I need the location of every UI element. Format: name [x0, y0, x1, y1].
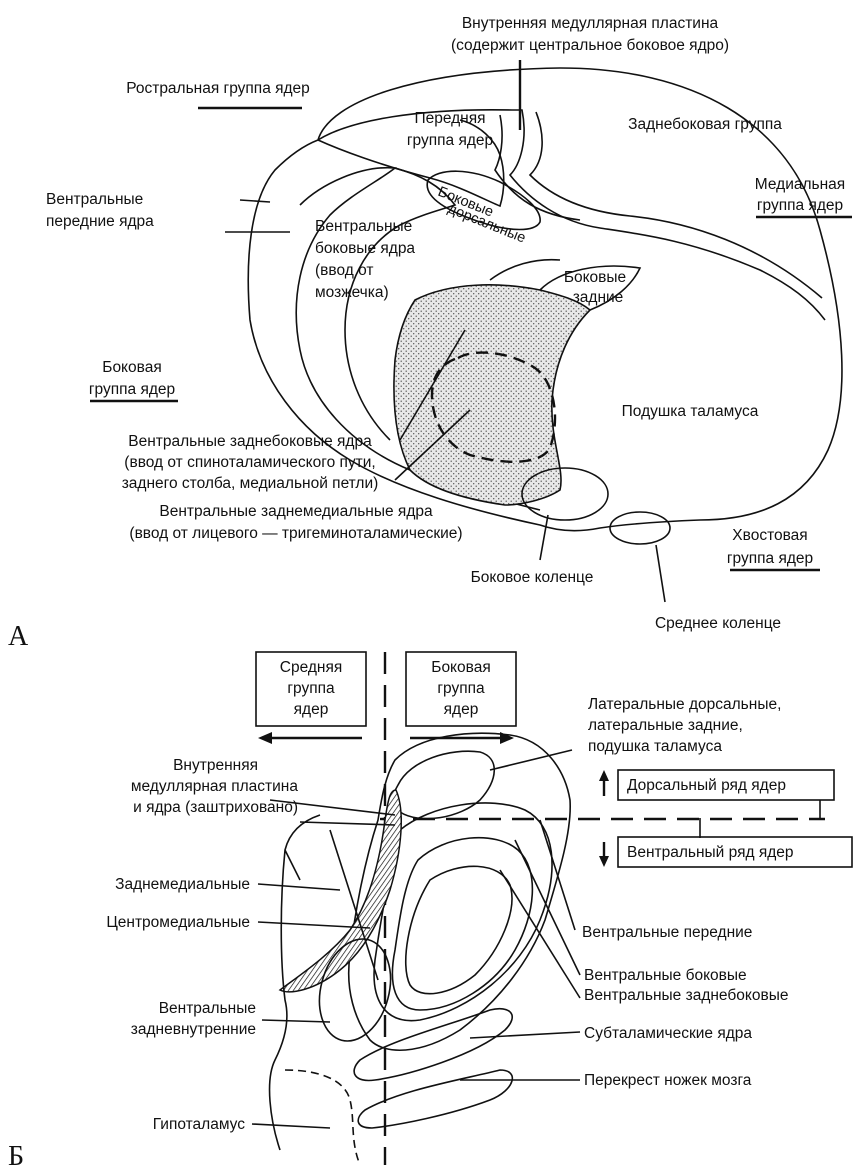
label-ventral-posterointernal-1: Вентральные [159, 1000, 256, 1017]
label-ventral-anterior-1: Вентральные [46, 191, 143, 208]
internal-lamina-hatched [280, 790, 401, 992]
label-middle-group-2: группа [287, 680, 335, 697]
label-ventral-lateral-2: боковые ядра [315, 240, 415, 257]
label-posteromedial: Заднемедиальные [115, 876, 250, 893]
label-caudal-group-1: Хвостовая [732, 527, 807, 544]
label-peduncle-decussation: Перекрест ножек мозга [584, 1072, 752, 1089]
label-dorsal-row: Дорсальный ряд ядер [627, 777, 786, 794]
label-ventral-lateral-1: Вентральные [315, 218, 412, 235]
vpl-vpm-region [394, 285, 590, 505]
label-middle-group-3: ядер [294, 701, 329, 718]
label-internal-lamina-b2: медуллярная пластина [131, 778, 298, 795]
label-lateral-posterior-1: Боковые [564, 269, 626, 286]
label-internal-lamina-b1: Внутренняя [173, 757, 258, 774]
label-medial-geniculate: Среднее коленце [655, 615, 781, 632]
label-vpl-3: заднего столба, медиальной петли) [122, 475, 379, 492]
label-internal-lamina-a2: (содержит центральное боковое ядро) [451, 37, 729, 54]
label-rostral-group: Ростральная группа ядер [126, 80, 310, 97]
label-lateral-group-b3: ядер [444, 701, 479, 718]
label-vpl-1: Вентральные заднебоковые ядра [128, 433, 372, 450]
medial-geniculate-body [610, 512, 670, 544]
label-vpl-2: (ввод от спиноталамического пути, [124, 454, 375, 471]
label-medial-group-1: Медиальная [755, 176, 845, 193]
label-internal-lamina-b3: и ядра (заштриховано) [133, 799, 298, 816]
label-ld-lp-pulv-3: подушка таламуса [588, 738, 722, 755]
label-ld-lp-pulv-2: латеральные задние, [588, 717, 743, 734]
panel-a-letter: А [8, 621, 29, 652]
label-vpm-1: Вентральные заднемедиальные ядра [159, 503, 433, 520]
internal-lamina-band [318, 110, 825, 320]
label-hypothalamus: Гипоталамус [153, 1116, 245, 1133]
label-medial-group-2: группа ядер [757, 197, 843, 214]
label-ventral-row: Вентральный ряд ядер [627, 844, 794, 861]
internal-lamina-inner [495, 115, 580, 220]
label-ventral-lateral-b: Вентральные боковые [584, 967, 747, 984]
subthalamic-nuclei [354, 1009, 512, 1081]
label-ventral-anterior-b: Вентральные передние [582, 924, 752, 941]
label-ld-lp-pulv-1: Латеральные дорсальные, [588, 696, 781, 713]
label-centromedian: Центромедиальные [106, 914, 250, 931]
label-ventral-lateral-4: мозжечка) [315, 284, 389, 301]
panel-b: Средняя группа ядер Боковая группа ядер … [8, 652, 852, 1165]
label-pulvinar: Подушка таламуса [622, 403, 759, 420]
label-anterior-group-2: группа ядер [407, 132, 493, 149]
label-ventral-posterointernal-2: задневнутренние [131, 1021, 256, 1038]
label-lateral-posterior-2: задние [573, 289, 624, 306]
label-subthalamic: Субталамические ядра [584, 1025, 752, 1042]
label-posterolateral-group: Заднебоковая группа [628, 116, 782, 133]
label-lateral-group-1: Боковая [102, 359, 161, 376]
label-internal-lamina-a1: Внутренняя медуллярная пластина [462, 15, 719, 32]
label-ventral-posterolateral-b: Вентральные заднебоковые [584, 987, 788, 1004]
label-lateral-group-2: группа ядер [89, 381, 175, 398]
panel-a: Внутренняя медуллярная пластина (содержи… [8, 15, 852, 652]
label-caudal-group-2: группа ядер [727, 550, 813, 567]
label-middle-group-1: Средняя [280, 659, 342, 676]
label-ventral-lateral-3: (ввод от [315, 262, 373, 279]
label-lateral-geniculate: Боковое коленце [471, 569, 594, 586]
label-lateral-group-b2: группа [437, 680, 485, 697]
label-anterior-group-1: Передняя [414, 110, 485, 127]
panel-b-letter: Б [8, 1141, 24, 1165]
label-vpm-2: (ввод от лицевого — тригеминоталамически… [129, 525, 462, 542]
label-ventral-anterior-2: передние ядра [46, 213, 154, 230]
label-lateral-group-b1: Боковая [431, 659, 490, 676]
